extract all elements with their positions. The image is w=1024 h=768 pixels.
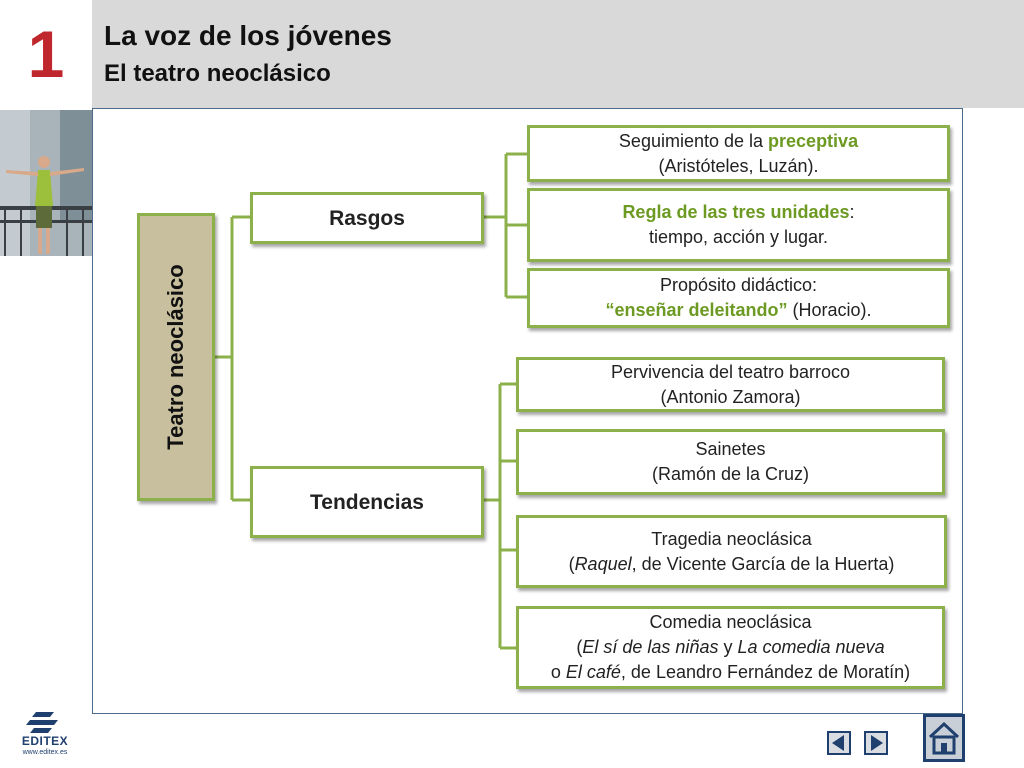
next-slide-button[interactable] <box>864 731 888 755</box>
prev-slide-button[interactable] <box>827 731 851 755</box>
node-rasgos-label: Rasgos <box>329 206 405 230</box>
node-tragedia-neoclasica: Tragedia neoclásica (Raquel, de Vicente … <box>516 515 947 588</box>
page-title: La voz de los jóvenes <box>104 20 392 51</box>
home-button[interactable] <box>923 714 965 762</box>
node-comedia-neoclasica-author: , de Leandro Fernández de Moratín) <box>620 662 911 682</box>
paren-open: ( <box>568 553 575 574</box>
unit-number-area: 1 <box>0 0 92 108</box>
node-tres-unidades: Regla de las tres unidades: tiempo, acci… <box>527 188 950 262</box>
logo-url: www.editex.es <box>22 749 68 756</box>
node-preceptiva-line-2: (Aristóteles, Luzán). <box>658 155 819 176</box>
node-tres-unidades-highlight: Regla de las tres unidades <box>622 202 850 222</box>
node-tendencias-label: Tendencias <box>310 490 424 514</box>
work-title-raquel: Raquel <box>574 553 632 574</box>
photo-illustration <box>0 110 92 256</box>
work-title-la-comedia-nueva: La comedia nueva <box>737 637 885 657</box>
root-node-label: Teatro neoclásico <box>163 264 188 450</box>
node-tendencias: Tendencias <box>250 466 484 538</box>
node-tragedia-neoclasica-line-1: Tragedia neoclásica <box>651 528 812 549</box>
node-teatro-barroco-line-2: (Antonio Zamora) <box>660 386 801 407</box>
node-proposito-didactico-author: (Horacio). <box>787 300 872 320</box>
conjunction: o <box>550 662 566 682</box>
node-preceptiva: Seguimiento de la preceptiva (Aristótele… <box>527 125 950 182</box>
work-title-el-si-de-las-ninas: El sí de las niñas <box>582 637 719 657</box>
paren-open: ( <box>576 637 583 657</box>
node-proposito-didactico-line-2: “enseñar deleitando” (Horacio). <box>605 298 871 323</box>
title-bar: La voz de los jóvenes El teatro neoclási… <box>92 0 1024 108</box>
node-teatro-barroco-line-1: Pervivencia del teatro barroco <box>610 361 851 382</box>
node-proposito-didactico-line-1: Propósito didáctico: <box>659 275 818 295</box>
node-comedia-neoclasica-line-2: (El sí de las niñas y La comedia nueva <box>576 635 884 660</box>
node-preceptiva-line-1: Seguimiento de la preceptiva <box>619 129 858 154</box>
logo-text: EDITEX <box>21 734 69 748</box>
node-tres-unidades-line-2: tiempo, acción y lugar. <box>648 227 829 247</box>
slide-header: 1 La voz de los jóvenes El teatro neoclá… <box>0 0 1024 108</box>
conjunction: y <box>718 637 738 657</box>
work-title-el-cafe: El café <box>565 662 621 682</box>
node-sainetes-line-2: (Ramón de la Cruz) <box>651 464 810 484</box>
node-comedia-neoclasica-line-3: o El café, de Leandro Fernández de Morat… <box>551 660 910 685</box>
node-sainetes: Sainetes (Ramón de la Cruz) <box>516 429 945 495</box>
editex-logo-icon <box>26 712 58 733</box>
node-comedia-neoclasica-line-1: Comedia neoclásica <box>649 612 812 632</box>
unit-number: 1 <box>27 17 65 91</box>
node-tragedia-neoclasica-author: , de Vicente García de la Huerta) <box>631 553 895 574</box>
node-proposito-didactico: Propósito didáctico: “enseñar deleitando… <box>527 268 950 328</box>
node-sainetes-line-1: Sainetes <box>695 439 766 459</box>
node-preceptiva-text: Seguimiento de la <box>618 130 769 151</box>
node-preceptiva-highlight: preceptiva <box>768 130 859 151</box>
node-teatro-barroco: Pervivencia del teatro barroco (Antonio … <box>516 357 945 412</box>
node-tres-unidades-colon: : <box>849 202 855 222</box>
triangle-right-icon <box>871 735 883 751</box>
root-node-teatro-neoclasico: Teatro neoclásico <box>137 213 215 501</box>
header-photo <box>0 110 92 256</box>
page-subtitle: El teatro neoclásico <box>104 60 331 87</box>
triangle-left-icon <box>832 735 844 751</box>
home-icon <box>928 721 960 755</box>
node-tragedia-neoclasica-line-2: (Raquel, de Vicente García de la Huerta) <box>569 552 895 577</box>
node-comedia-neoclasica: Comedia neoclásica (El sí de las niñas y… <box>516 606 945 689</box>
node-rasgos: Rasgos <box>250 192 484 244</box>
node-tres-unidades-line-1: Regla de las tres unidades: <box>622 200 854 225</box>
node-proposito-didactico-highlight: “enseñar deleitando” <box>605 300 788 320</box>
